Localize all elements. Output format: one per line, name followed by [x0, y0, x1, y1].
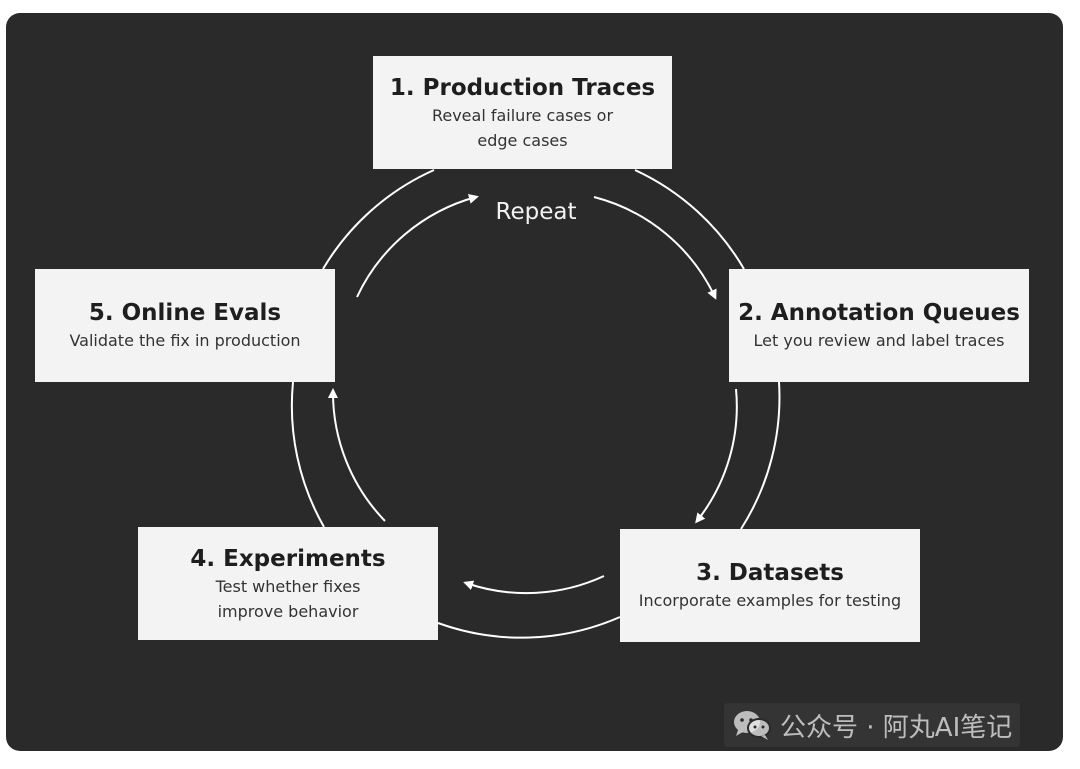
- wechat-icon: [734, 711, 771, 740]
- step-experiments: 4. Experiments Test whether fixes improv…: [138, 527, 438, 640]
- step-title: 5. Online Evals: [88, 300, 282, 326]
- step-title: 2. Annotation Queues: [738, 300, 1020, 326]
- step-title: 3. Datasets: [696, 560, 844, 586]
- step-online-evals: 5. Online Evals Validate the fix in prod…: [35, 269, 335, 382]
- outer-ring-arc-4-5: [290, 381, 325, 528]
- arrow-5-to-1: [356, 194, 479, 298]
- outer-ring-arc-2-3: [740, 381, 781, 530]
- diagram-panel: Repeat 1. Production Traces Reveal failu…: [6, 13, 1063, 751]
- step-title: 4. Experiments: [190, 545, 386, 572]
- step-annotation-queues: 2. Annotation Queues Let you review and …: [729, 269, 1029, 382]
- outer-ring-arc-5-1: [322, 169, 435, 270]
- cycle-arrows: [290, 169, 781, 639]
- arrow-4-to-5: [327, 388, 386, 522]
- step-description: Test whether fixes improve behavior: [215, 576, 361, 621]
- watermark-text: 公众号 · 阿丸AI笔记: [780, 712, 1013, 743]
- step-production-traces: 1. Production Traces Reveal failure case…: [373, 56, 672, 169]
- step-description: Let you review and label traces: [753, 331, 1005, 350]
- arrow-2-to-3: [695, 388, 738, 524]
- step-description: Reveal failure cases or edge cases: [431, 105, 614, 150]
- step-description: Validate the fix in production: [69, 331, 301, 350]
- step-description: Incorporate examples for testing: [638, 591, 902, 610]
- outer-ring-arc-3-4: [437, 616, 621, 639]
- outer-ring-arc-1-2: [634, 169, 745, 270]
- step-datasets: 3. Datasets Incorporate examples for tes…: [620, 529, 920, 642]
- arrow-1-to-2: [593, 196, 717, 300]
- watermark: 公众号 · 阿丸AI笔记: [724, 703, 1021, 747]
- step-title: 1. Production Traces: [389, 74, 656, 101]
- arrow-3-to-4: [463, 575, 605, 595]
- repeat-label: Repeat: [495, 199, 577, 225]
